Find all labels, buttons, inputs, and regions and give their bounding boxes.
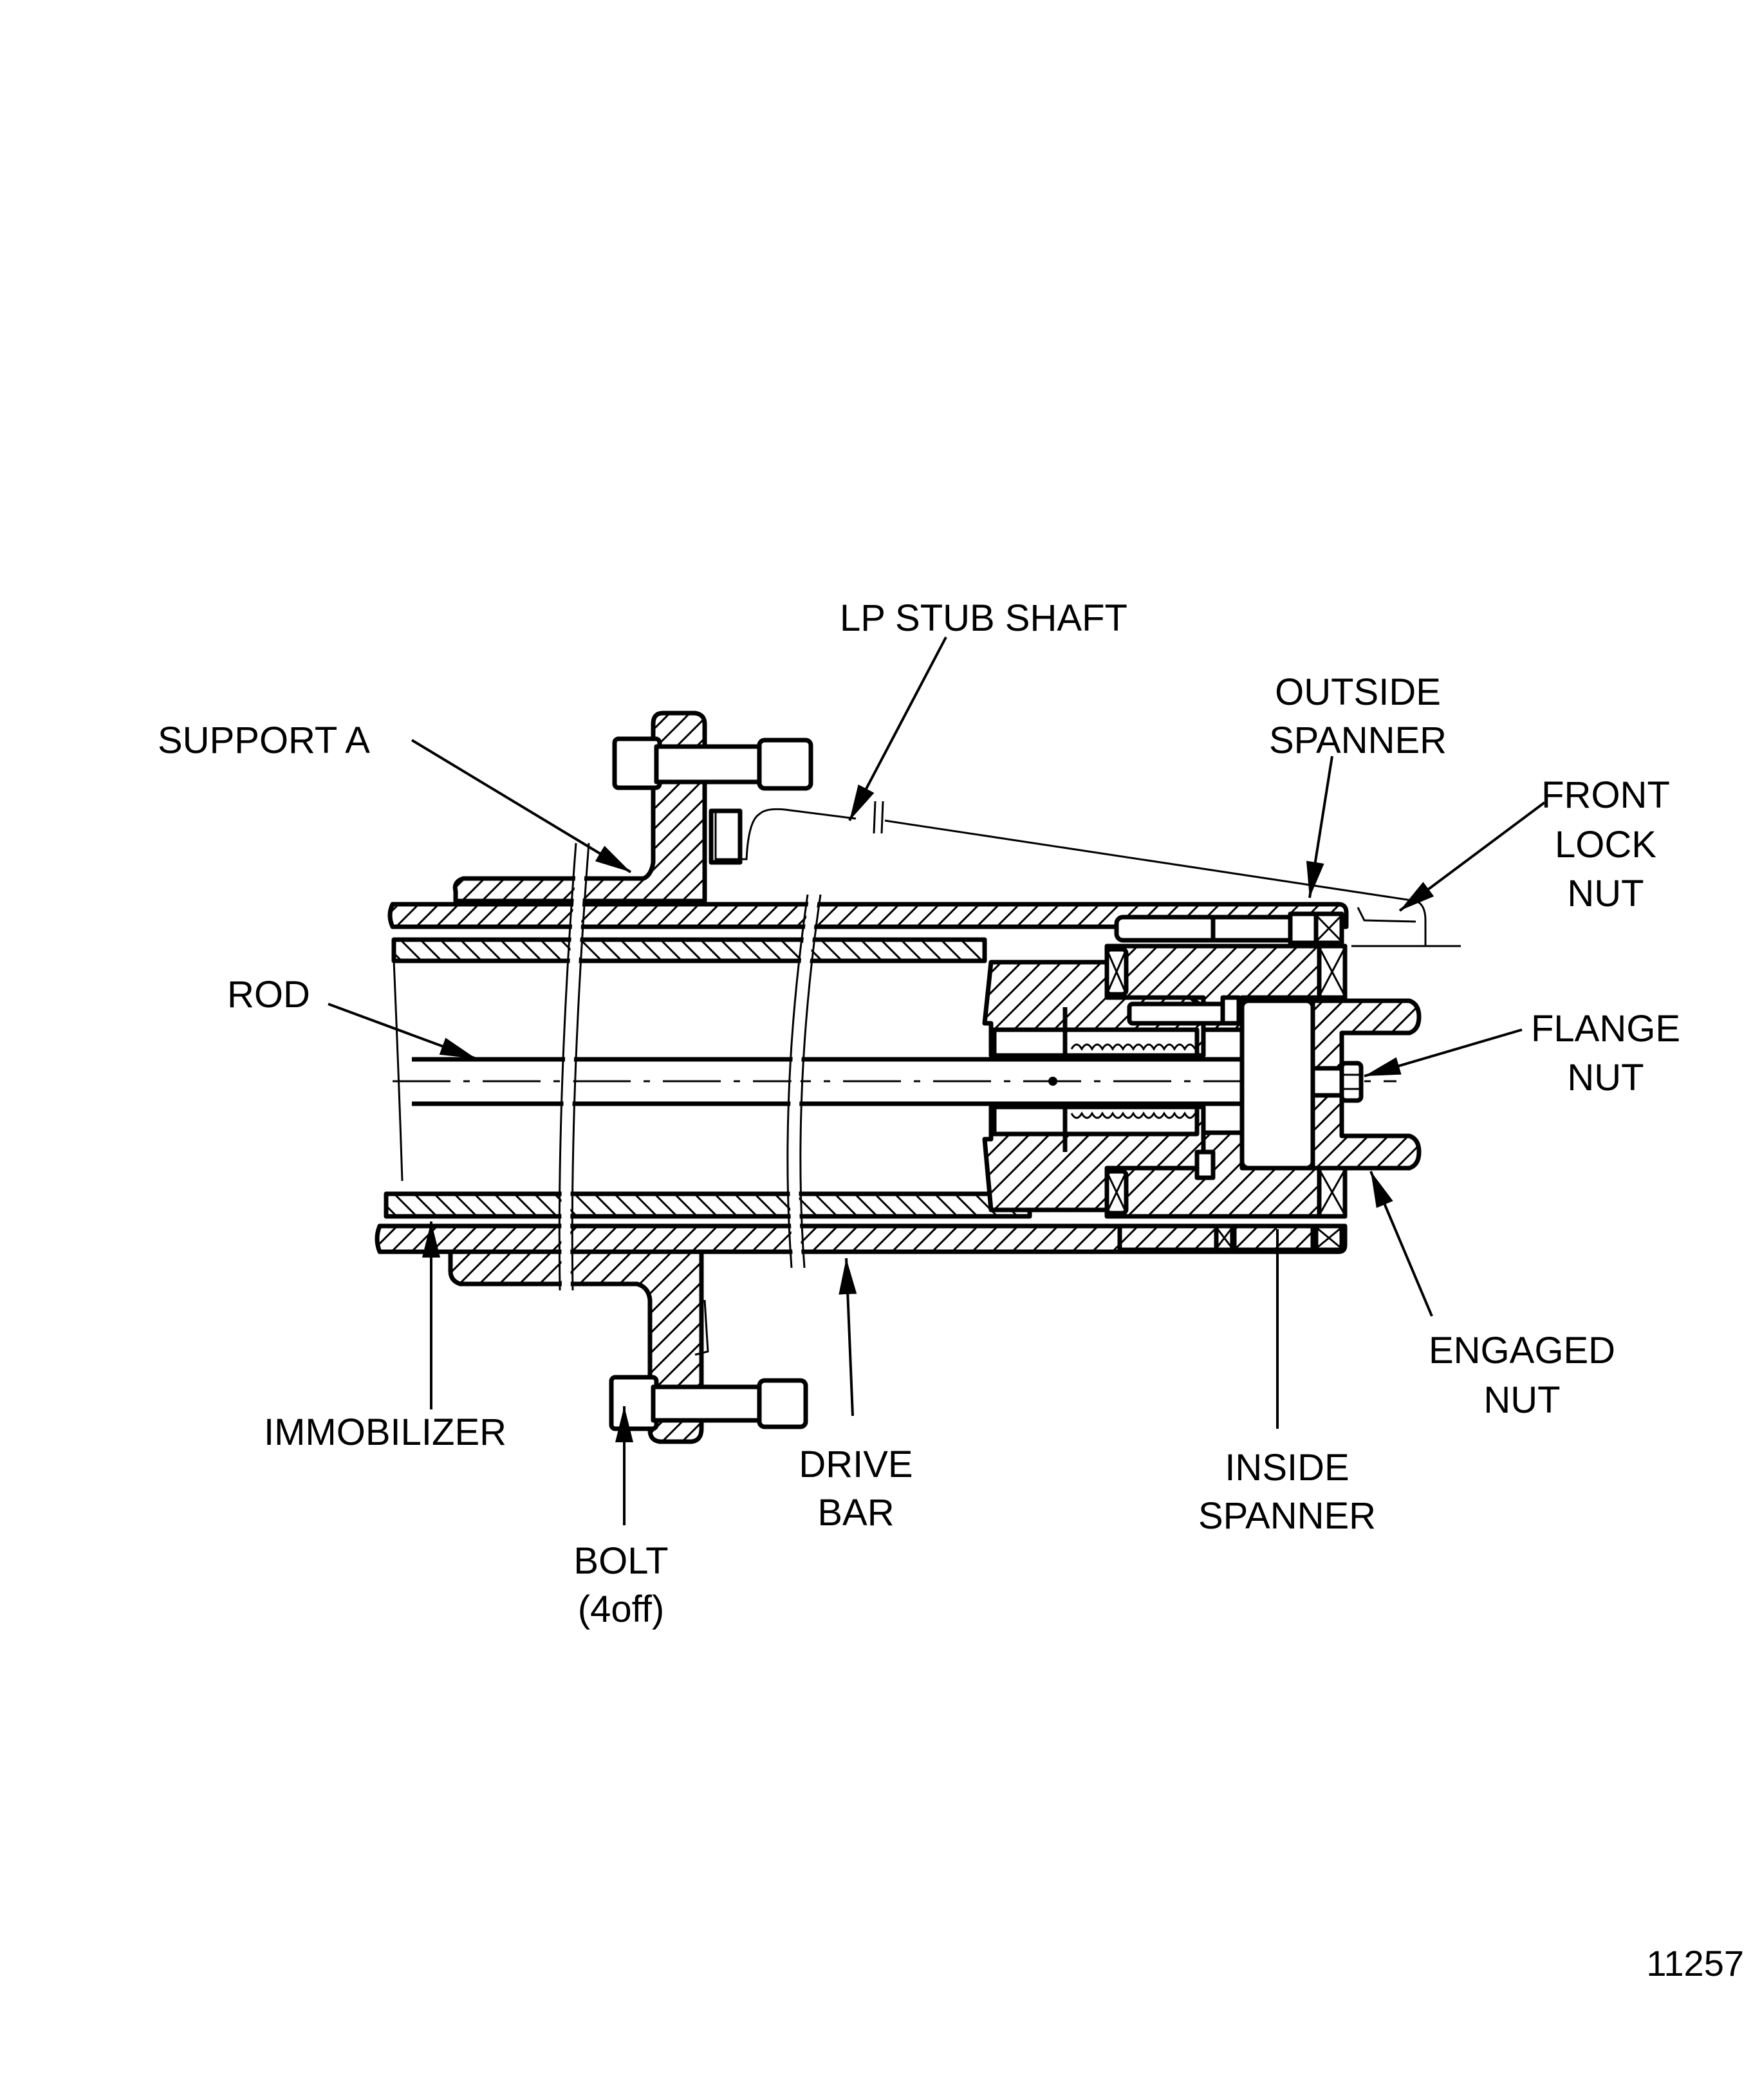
label-line: BAR	[817, 1492, 894, 1534]
label-lp-stub-shaft: LP STUB SHAFT	[840, 597, 1127, 639]
label-line: BOLT	[573, 1540, 668, 1582]
label-line: SPANNER	[1198, 1495, 1376, 1537]
label-line: FLANGE	[1531, 1008, 1680, 1050]
leader-drive-bar	[839, 1258, 857, 1417]
leader-engaged-nut	[1369, 1171, 1433, 1317]
support-a-lower	[448, 1249, 808, 1444]
label-bolt: BOLT (4off)	[573, 1540, 668, 1630]
immobilizer-tube	[375, 902, 1349, 1254]
break-lines	[558, 842, 822, 1291]
leader-lines	[328, 637, 1546, 1525]
spanner-assembly	[982, 911, 1422, 1252]
label-line: NUT	[1483, 1379, 1560, 1421]
leader-outside-spanner	[1306, 756, 1333, 898]
label-line: DRIVE	[799, 1444, 913, 1485]
label-line: LOCK	[1555, 824, 1656, 866]
label-engaged-nut: ENGAGED NUT	[1429, 1330, 1615, 1421]
label-flange-nut: FLANGE NUT	[1531, 1008, 1680, 1099]
label-line: INSIDE	[1225, 1447, 1349, 1489]
label-drive-bar: DRIVE BAR	[799, 1444, 913, 1534]
label-front-lock-nut: FRONT LOCK NUT	[1541, 774, 1670, 915]
spring-upper	[1062, 1007, 1196, 1055]
label-immobilizer: IMMOBILIZER	[264, 1411, 506, 1453]
flange-nut	[1310, 1061, 1364, 1103]
spring-lower	[1062, 1107, 1196, 1152]
label-line: SPANNER	[1269, 720, 1447, 761]
drive-bar-tube	[384, 937, 1032, 1219]
support-a-upper	[452, 711, 813, 904]
label-rod: ROD	[227, 974, 310, 1016]
leader-flange-nut	[1364, 1028, 1523, 1077]
leader-lp-stub-shaft	[848, 637, 947, 821]
leader-front-lock-nut	[1398, 801, 1546, 912]
label-line: NUT	[1567, 1057, 1644, 1099]
label-outside-spanner: OUTSIDE SPANNER	[1269, 671, 1447, 761]
figure-number: 11257	[1646, 1943, 1744, 1984]
label-line: (4off)	[578, 1588, 664, 1630]
leader-support-a	[411, 739, 632, 873]
leader-rod	[328, 1003, 477, 1060]
label-line: ENGAGED	[1429, 1330, 1615, 1371]
label-line: FRONT	[1541, 774, 1670, 816]
label-line: NUT	[1567, 873, 1644, 915]
label-support-a: SUPPORT A	[158, 720, 370, 761]
label-line: OUTSIDE	[1275, 671, 1441, 713]
label-inside-spanner: INSIDE SPANNER	[1198, 1447, 1376, 1537]
